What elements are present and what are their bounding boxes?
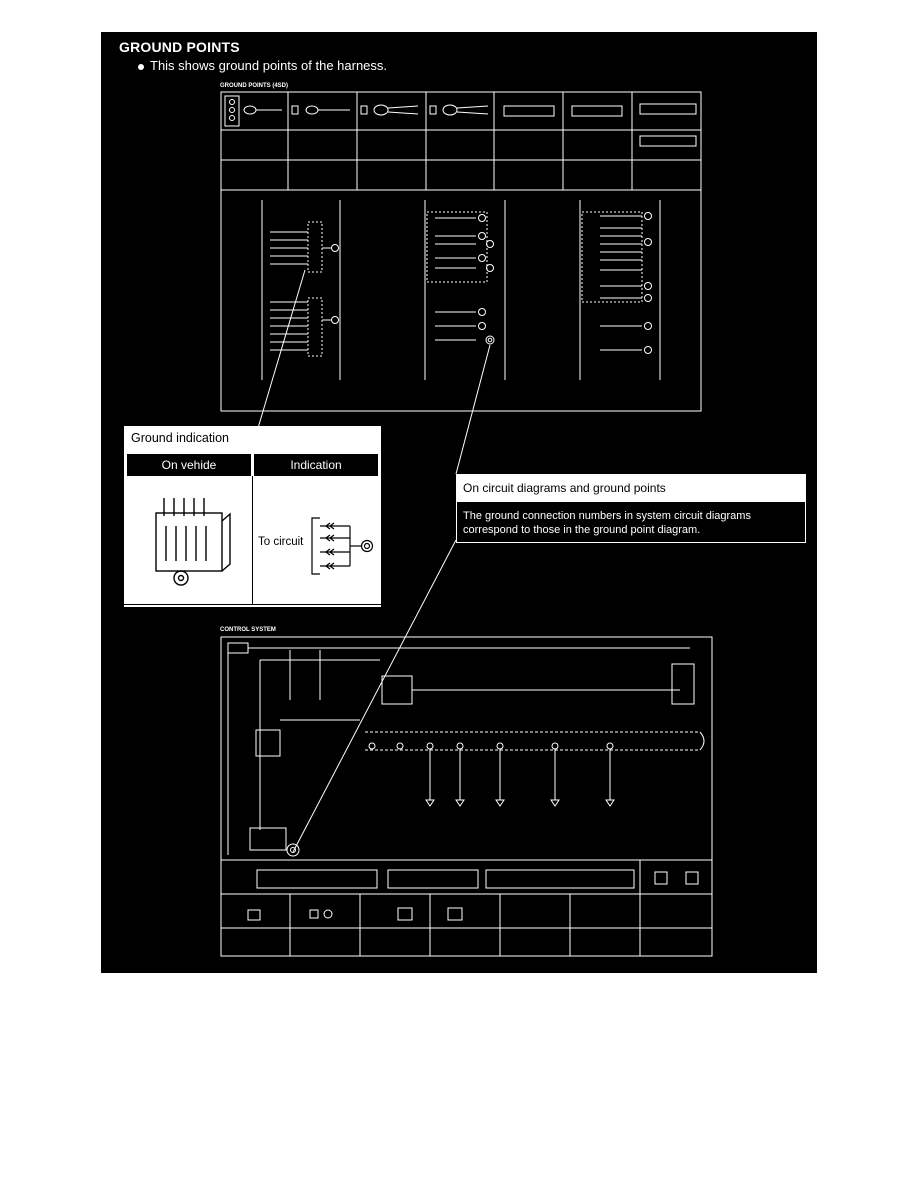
ground-indication-box: Ground indication On vehide Indication T… — [124, 426, 381, 607]
ground-indication-art — [155, 498, 374, 586]
callout-title: On circuit diagrams and ground points — [463, 481, 666, 495]
ground-indication-title: Ground indication — [131, 431, 229, 445]
control-connector-table — [220, 859, 713, 957]
column-divider — [252, 476, 253, 604]
callout-box: On circuit diagrams and ground points Th… — [456, 474, 806, 543]
ground-terminal-icon — [155, 498, 231, 586]
page-title: GROUND POINTS — [119, 39, 240, 55]
control-system-figure-label: CONTROL SYSTEM — [220, 627, 276, 633]
callout-body: The ground connection numbers in system … — [463, 510, 751, 536]
ground-points-figure-label: GROUND POINTS (4SD) — [220, 83, 289, 89]
box-bottom-rule — [124, 604, 381, 605]
ground-points-frame — [220, 189, 702, 412]
to-circuit-label: To circuit — [258, 536, 304, 548]
callout-title-bar — [457, 475, 805, 502]
indication-header: Indication — [254, 454, 378, 476]
on-vehicle-header: On vehide — [127, 454, 251, 476]
page-subtitle: This shows ground points of the harness. — [138, 58, 387, 73]
ground-symbol-icon — [311, 517, 374, 575]
bullet-icon — [138, 63, 144, 70]
control-system-frame — [220, 636, 713, 861]
subtitle-text: This shows ground points of the harness. — [150, 58, 388, 73]
